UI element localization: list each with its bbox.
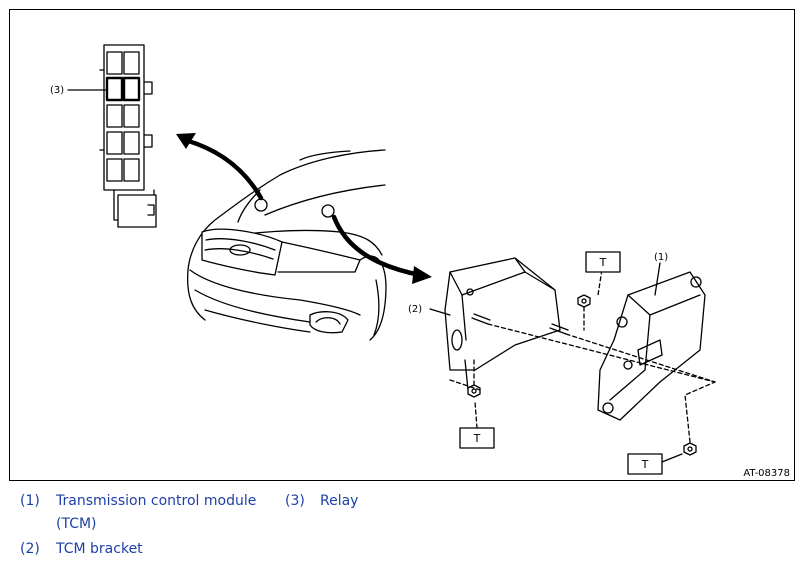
legend-number: (2)	[20, 541, 40, 557]
svg-text:T: T	[641, 458, 649, 471]
relay-block	[67, 44, 157, 228]
arrow-to-relay	[182, 137, 264, 201]
arrow-head-relay	[176, 133, 196, 149]
legend-text-tcm-line2: (TCM)	[56, 515, 97, 533]
nut-icon	[683, 442, 697, 456]
legend-text-bracket: TCM bracket	[56, 540, 143, 558]
legend-text-relay: Relay	[320, 492, 358, 510]
callout-relay: (3)	[50, 85, 64, 96]
legend-label: Relay	[320, 493, 359, 509]
vehicle-front	[186, 149, 387, 341]
legend-number: (1)	[20, 493, 40, 509]
leader-tcm	[654, 262, 661, 296]
callout-bracket: (2)	[408, 304, 422, 315]
tcm-bracket	[444, 257, 569, 391]
callout-tcm: (1)	[654, 252, 668, 263]
legend-number: (3)	[285, 493, 305, 509]
diagram-drawing: (3)	[50, 44, 790, 479]
arrow-head-tcm	[412, 266, 432, 284]
nut-icon	[467, 384, 481, 398]
legend-label: Transmission control module	[56, 493, 257, 509]
leader-bracket	[429, 308, 451, 316]
diagram-figure: (3)	[9, 9, 795, 481]
svg-text:T: T	[599, 256, 607, 269]
svg-text:T: T	[473, 432, 481, 445]
legend-item-bracket: (2)	[20, 540, 40, 558]
nut-icon	[577, 294, 591, 308]
tcm-unit	[597, 271, 706, 421]
torque-leader	[661, 453, 683, 463]
legend-text-tcm: Transmission control module	[56, 492, 256, 510]
legend-item-relay: (3)	[285, 492, 305, 510]
figure-id: AT-08378	[743, 468, 790, 479]
arrow-to-tcm	[331, 214, 423, 278]
legend-label: TCM bracket	[56, 541, 143, 557]
legend-item-tcm: (1)	[20, 492, 40, 510]
torque-box: T	[627, 453, 663, 475]
torque-leader	[474, 401, 478, 429]
alignment-lines	[449, 262, 716, 443]
torque-box: T	[459, 427, 495, 449]
legend-label: (TCM)	[56, 516, 97, 532]
torque-box: T	[585, 251, 621, 273]
